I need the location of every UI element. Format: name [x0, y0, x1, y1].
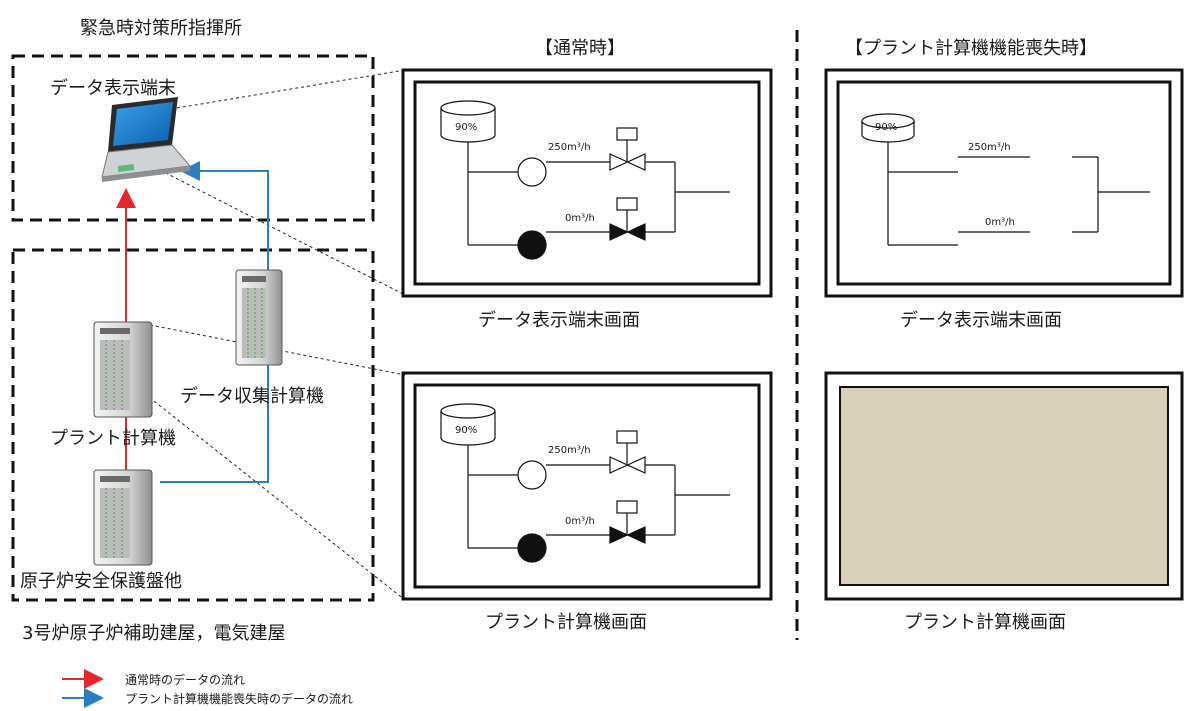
- normal-plant-caption: プラント計算機画面: [485, 612, 647, 633]
- tank-level: 90%: [875, 122, 898, 133]
- flow-upper: 250m³/h: [968, 142, 1011, 153]
- normal-terminal-screen: [401, 68, 773, 298]
- pump-icon: [517, 460, 547, 490]
- command-center-title: 緊急時対策所指揮所: [80, 18, 242, 39]
- collector-label: データ収集計算機: [180, 386, 324, 407]
- valve-icon: [609, 430, 646, 474]
- flow-upper: 250m³/h: [548, 445, 591, 456]
- building-caption: 3号炉原子炉補助建屋，電気建屋: [22, 623, 286, 644]
- flow-lower: 0m³/h: [985, 217, 1015, 228]
- valve-icon: [609, 127, 646, 171]
- zoom-line: [159, 169, 406, 296]
- loss-terminal-caption: データ表示端末画面: [900, 310, 1062, 331]
- loss-header: 【プラント計算機機能喪失時】: [845, 38, 1097, 59]
- plant-computer-label: プラント計算機: [50, 428, 176, 449]
- laptop-icon: [101, 97, 191, 182]
- command-center-box: [11, 54, 375, 222]
- legend-normal-label: 通常時のデータの流れ: [125, 673, 246, 687]
- flow-lower: 0m³/h: [565, 516, 595, 527]
- failed-screen: [839, 386, 1169, 586]
- schematic-normal-terminal: [440, 100, 730, 260]
- normal-plant-screen: [401, 371, 773, 601]
- server-icon: [93, 469, 153, 566]
- legend-loss-label: プラント計算機機能喪失時のデータの流れ: [125, 692, 354, 706]
- normal-header: 【通常時】: [535, 38, 625, 59]
- flow-lower: 0m³/h: [565, 213, 595, 224]
- zoom-line: [149, 324, 406, 376]
- tank-level: 90%: [455, 122, 478, 133]
- protection-panel-label: 原子炉安全保護盤他: [20, 571, 182, 592]
- server-icon: [93, 321, 153, 418]
- schematic-normal-plant: [440, 403, 730, 563]
- loss-plant-screen: [824, 371, 1184, 601]
- server-icon: [235, 269, 283, 366]
- loss-plant-caption: プラント計算機画面: [904, 612, 1066, 633]
- building-box: [11, 248, 375, 602]
- loss-terminal-screen: [824, 68, 1184, 298]
- schematic-loss-terminal: [861, 113, 1150, 246]
- zoom-line: [164, 69, 406, 111]
- flow-upper: 250m³/h: [548, 142, 591, 153]
- normal-terminal-caption: データ表示端末画面: [478, 310, 640, 331]
- tank-level: 90%: [455, 425, 478, 436]
- pump-icon: [517, 157, 547, 187]
- terminal-label: データ表示端末: [50, 78, 176, 99]
- zoom-line: [139, 389, 406, 601]
